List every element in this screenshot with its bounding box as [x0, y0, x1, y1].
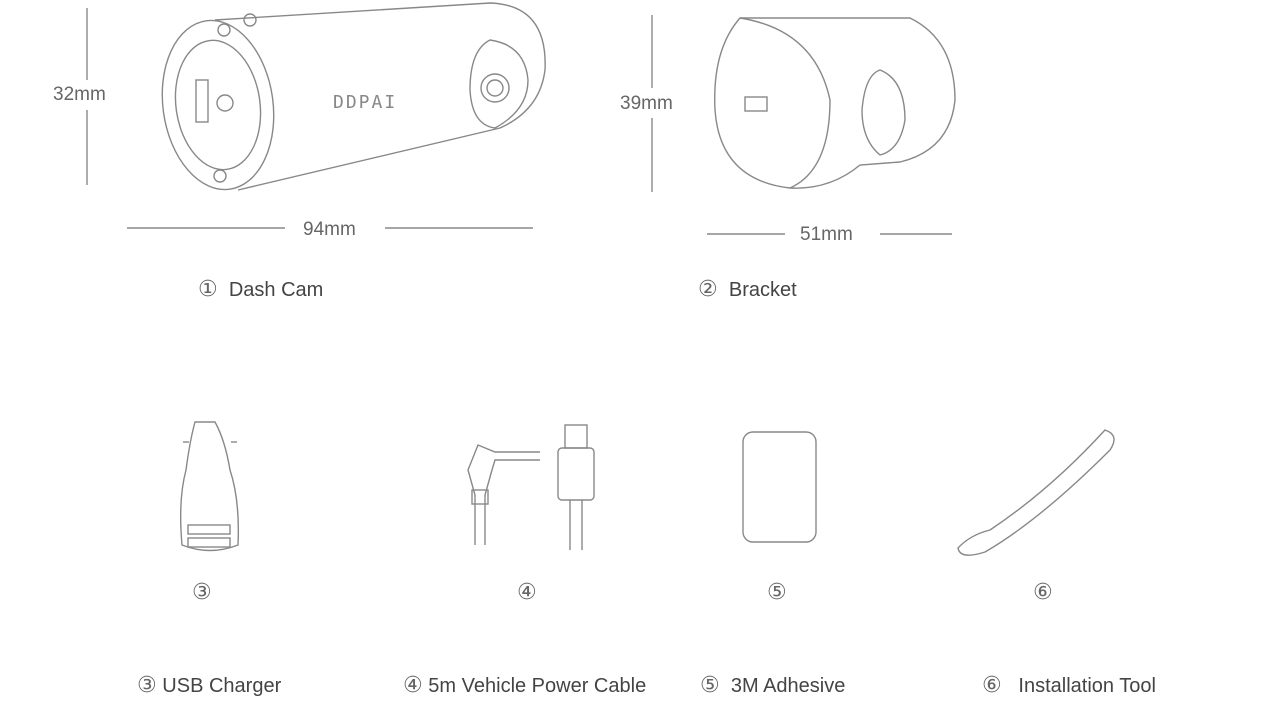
installation-tool-marker: ⑥ [1033, 579, 1053, 604]
bracket-height: 39mm [620, 93, 673, 114]
item-label: 5m Vehicle Power Cable [428, 675, 647, 697]
adhesive-marker: ⑤ [767, 579, 787, 604]
usb-charger-caption: ③ USB Charger [137, 672, 282, 697]
power-cable-marker: ④ [517, 579, 537, 604]
item-number: ② [698, 276, 718, 301]
bracket-caption: ② Bracket [698, 276, 797, 301]
item-number: ① [198, 276, 218, 301]
installation-tool-caption: ⑥ Installation Tool [982, 672, 1156, 697]
item-label: Dash Cam [228, 279, 324, 301]
ddpai-logo: DDPAI [333, 92, 397, 113]
item-label: 3M Adhesive [730, 675, 846, 697]
adhesive-caption: ⑤ 3M Adhesive [700, 672, 846, 697]
item-number: ⑤ [700, 672, 720, 697]
item-label: USB Charger [162, 675, 282, 697]
item-label: Bracket [728, 279, 797, 301]
power-cable-caption: ④ 5m Vehicle Power Cable [403, 672, 647, 697]
power-cable-illustration [467, 424, 595, 550]
usb-charger-marker: ③ [192, 579, 212, 604]
bracket-width: 51mm [800, 224, 853, 245]
bracket-illustration [714, 17, 956, 189]
item-label: Installation Tool [1018, 675, 1156, 697]
dash-cam-caption: ① Dash Cam [198, 276, 324, 301]
adhesive-pad-illustration [742, 431, 817, 543]
item-number: ③ [137, 672, 157, 697]
dash-cam-height: 32mm [53, 84, 106, 105]
installation-tool-illustration [957, 429, 1115, 556]
item-number: ⑥ [982, 672, 1002, 697]
item-number: ④ [403, 672, 423, 697]
dash-cam-length: 94mm [303, 219, 356, 240]
usb-charger-illustration [179, 421, 239, 552]
dash-cam-illustration [161, 2, 546, 191]
